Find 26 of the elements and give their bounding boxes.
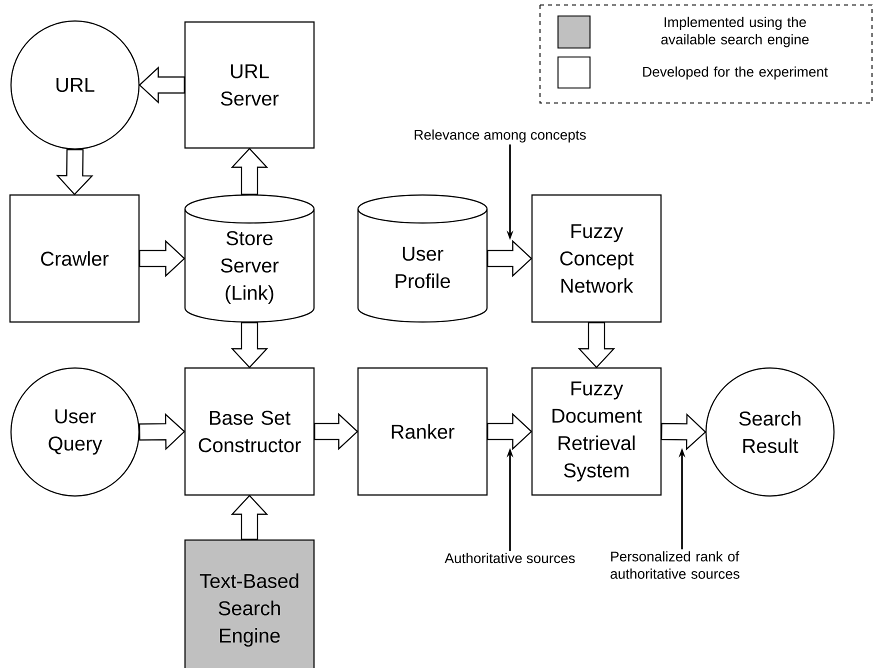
process-box: Ranker — [357, 367, 488, 496]
block-arrow — [230, 322, 268, 368]
block-arrow — [230, 494, 268, 540]
process-box: Fuzzy Document Retrieval System — [531, 367, 662, 496]
block-arrow — [487, 412, 532, 450]
process-box: Text-Based Search Engine — [184, 539, 315, 668]
legend-text: Implemented using the available search engine — [661, 16, 809, 48]
process-box: URL Server — [184, 21, 315, 149]
block-arrow — [138, 66, 185, 104]
annotation-text: Authoritative sources — [444, 552, 575, 564]
legend-text: Developed for the experiment — [643, 66, 828, 80]
block-arrow — [56, 148, 94, 196]
annotation-text: Personalized rank of authoritative sources — [610, 551, 740, 579]
process-box: Fuzzy Concept Network — [531, 194, 662, 323]
block-arrow — [578, 322, 616, 368]
process-box: Crawler — [9, 194, 140, 323]
block-arrow — [660, 413, 706, 450]
database-cylinder: Store Server (Link) — [184, 194, 315, 323]
block-arrow — [230, 148, 268, 195]
database-cylinder: User Profile — [357, 194, 488, 323]
block-arrow — [487, 240, 532, 278]
block-arrow — [139, 240, 186, 278]
process-box: Base Set Constructor — [184, 367, 315, 496]
block-arrow — [314, 412, 358, 450]
block-arrow — [138, 413, 186, 450]
annotation-text: Relevance among concepts — [414, 129, 586, 143]
